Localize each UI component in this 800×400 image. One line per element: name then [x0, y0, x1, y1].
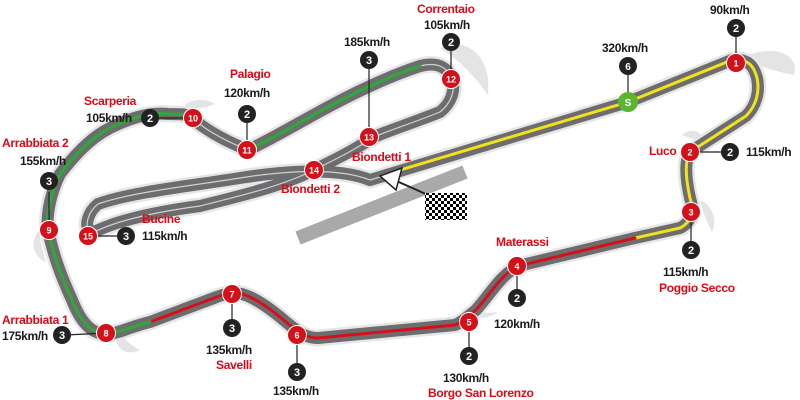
- corner-number-11: 11: [242, 146, 252, 156]
- corner-number-3: 3: [688, 208, 693, 218]
- corner-marker-3: [681, 202, 701, 222]
- gear-number-12: 2: [448, 37, 454, 49]
- pit-lane: [295, 165, 468, 245]
- corner-8-speed: 175km/h: [2, 329, 48, 343]
- corner-1-speed: 90km/h: [710, 3, 750, 17]
- corner-marker-8: [96, 323, 116, 343]
- corner-3-speed: 115km/h: [663, 265, 709, 279]
- corner-14-name: Biondetti 2: [281, 182, 340, 196]
- corner-marker-2: [680, 142, 700, 162]
- gear-number-9: 3: [46, 176, 52, 188]
- corner-marker-5: [459, 312, 479, 332]
- corner-2-name: Luco: [649, 144, 677, 158]
- speed-trap-marker: S 6: [618, 57, 638, 112]
- corner-15-name: Bucine: [142, 212, 181, 226]
- corner-marker-7: [222, 284, 242, 304]
- corner-number-8: 8: [103, 329, 108, 339]
- gear-disc-2: [721, 143, 739, 161]
- gear-number-4: 2: [514, 293, 520, 305]
- corner-number-2: 2: [687, 148, 692, 158]
- gear-disc-1: [727, 19, 745, 37]
- corner-marker-4: [507, 256, 527, 276]
- gear-number-11: 2: [244, 109, 250, 121]
- gear-number-3: 2: [688, 245, 694, 257]
- gear-disc-12: [442, 33, 460, 51]
- corner-5-name: Borgo San Lorenzo: [428, 386, 534, 400]
- gear-disc-11: [238, 105, 256, 123]
- corner-9-speed: 155km/h: [20, 154, 66, 168]
- corner-4-name: Materassi: [496, 235, 549, 249]
- corner-number-4: 4: [514, 262, 519, 272]
- gear-disc-4: [508, 289, 526, 307]
- gear-disc-5: [460, 347, 478, 365]
- gear-discs: 2 2 2 2 2 3 3 3 3 2 2 2 3 3: [40, 19, 745, 381]
- corner-13-speed: 185km/h: [344, 35, 390, 49]
- corner-4-speed: 120km/h: [494, 317, 540, 331]
- corner-12-name: Correntaio: [417, 2, 475, 16]
- corner-number-14: 14: [309, 166, 319, 176]
- gear-number-5: 2: [466, 351, 472, 363]
- corner-marker-10: [183, 108, 203, 128]
- corner-8-name: Arrabbiata 1: [2, 313, 69, 327]
- gear-disc-6: [288, 363, 306, 381]
- gear-number-6: 3: [294, 367, 300, 379]
- gear-number-10: 2: [147, 113, 153, 125]
- corner-13-name: Biondetti 1: [352, 150, 411, 164]
- corner-number-5: 5: [466, 318, 471, 328]
- corner-marker-14: [304, 160, 324, 180]
- corner-7-name: Savelli: [216, 358, 252, 372]
- gear-number-15: 3: [123, 231, 129, 243]
- corner-number-1: 1: [733, 59, 738, 69]
- gear-disc-7: [223, 319, 241, 337]
- corner-5-speed: 130km/h: [443, 371, 489, 385]
- corner-7-speed: 135km/h: [206, 343, 252, 357]
- speed-trap-label: S: [625, 98, 632, 109]
- start-finish-flag: [378, 166, 467, 220]
- gear-disc-9: [40, 172, 58, 190]
- corner-12-speed: 105km/h: [424, 18, 470, 32]
- zone-green-correntaio: [246, 64, 422, 152]
- gear-number-1: 2: [733, 23, 739, 35]
- corner-11-speed: 120km/h: [224, 86, 270, 100]
- gear-number-8: 3: [59, 330, 65, 342]
- corner-3-name: Poggio Secco: [659, 281, 735, 295]
- corner-marker-11: [237, 140, 257, 160]
- corner-10-speed: 105km/h: [86, 111, 132, 125]
- corner-2-speed: 115km/h: [746, 145, 792, 159]
- corner-marker-1: [726, 53, 746, 73]
- corner-marker-13: [359, 127, 379, 147]
- corner-number-12: 12: [446, 75, 456, 85]
- corner-9-name: Arrabbiata 2: [2, 136, 69, 150]
- corner-marker-15: [78, 226, 98, 246]
- gear-number-7: 3: [229, 323, 235, 335]
- gear-disc-10: [141, 109, 159, 127]
- speed-trap-gear: 6: [625, 62, 631, 73]
- corner-marker-6: [287, 325, 307, 345]
- corner-marker-12: [441, 69, 461, 89]
- corner-10-name: Scarperia: [84, 94, 137, 108]
- corner-number-10: 10: [188, 114, 198, 124]
- gear-disc-13: [360, 51, 378, 69]
- corner-number-15: 15: [83, 232, 93, 242]
- corner-11-name: Palagio: [230, 67, 271, 81]
- corner-15-speed: 115km/h: [142, 229, 188, 243]
- corner-marker-9: [39, 220, 59, 240]
- gear-number-2: 2: [727, 147, 733, 159]
- corner-number-13: 13: [364, 133, 374, 143]
- corner-number-6: 6: [294, 331, 299, 341]
- gear-disc-3: [682, 241, 700, 259]
- corner-number-7: 7: [229, 290, 234, 300]
- corner-6-speed: 135km/h: [273, 384, 319, 398]
- corner-number-9: 9: [46, 226, 51, 236]
- gear-number-13: 3: [366, 55, 372, 67]
- speed-trap-speed: 320km/h: [602, 41, 648, 55]
- gear-disc-8: [53, 326, 71, 344]
- gear-disc-15: [117, 227, 135, 245]
